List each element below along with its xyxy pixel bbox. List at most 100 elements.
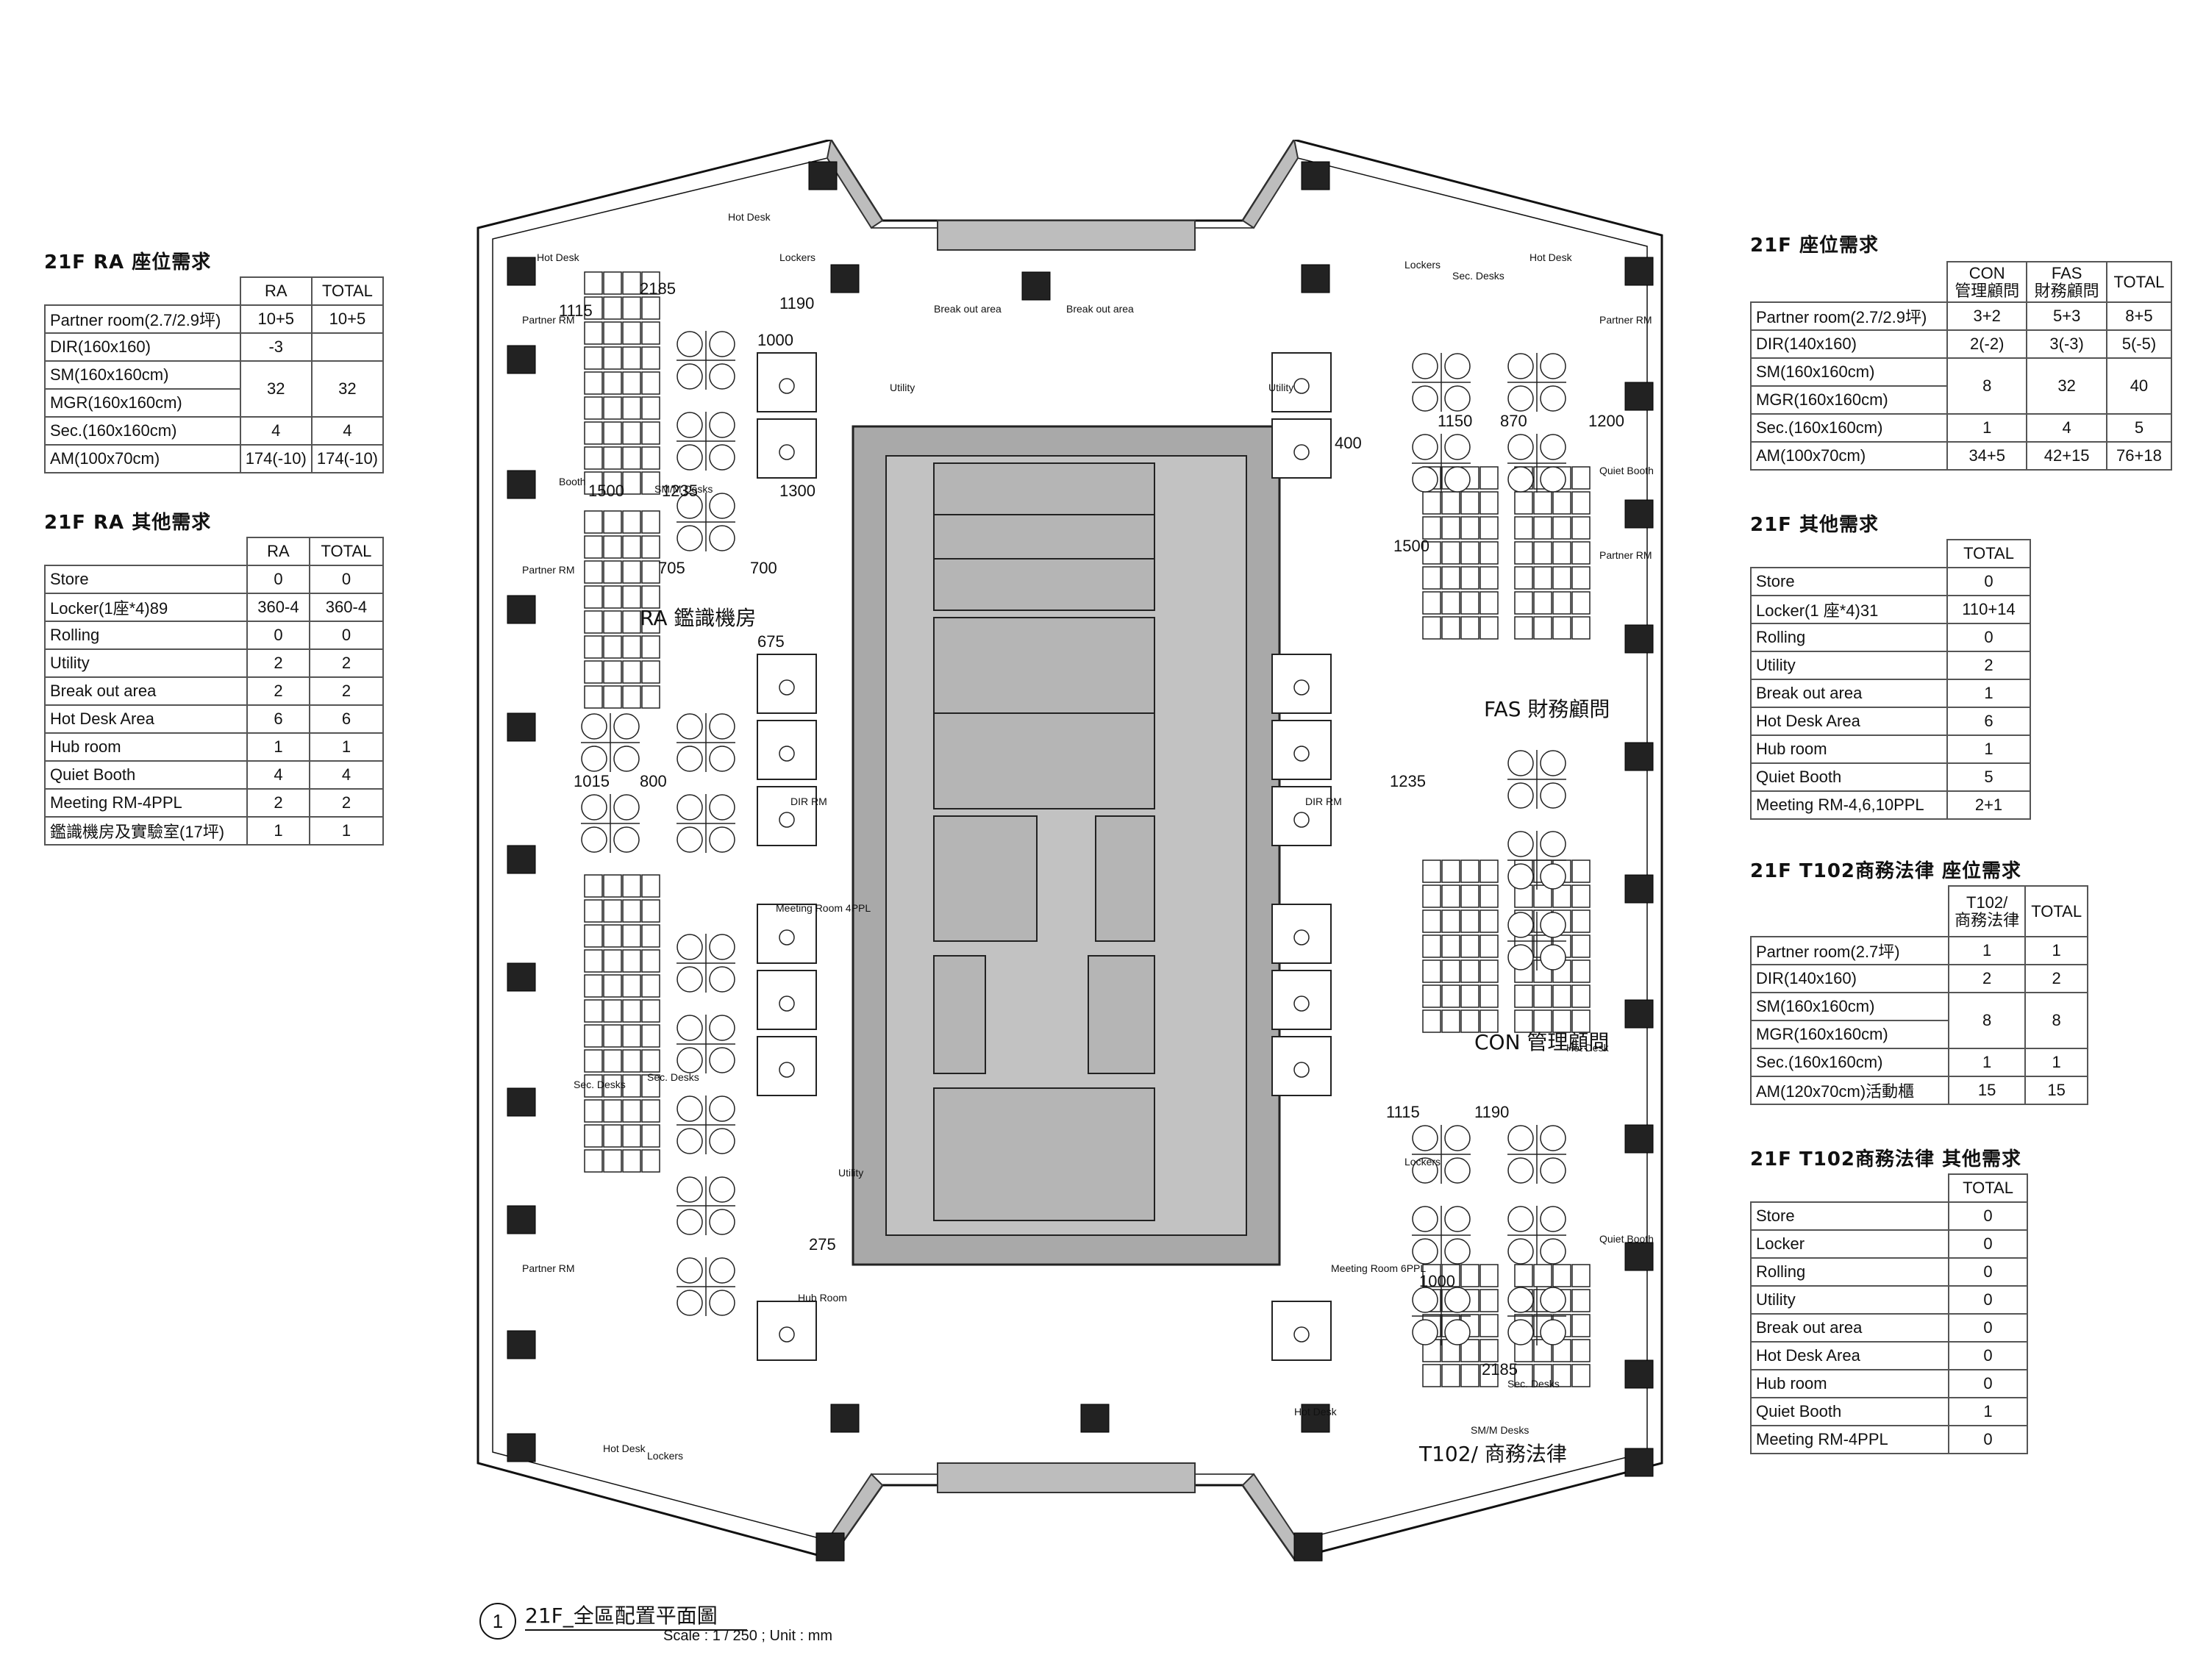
chair [677, 412, 703, 438]
plan-text-label: Partner RM [522, 564, 575, 576]
desk [584, 471, 603, 495]
desk [641, 1149, 660, 1173]
plan-text-label: Lockers [1404, 259, 1441, 271]
zone-label-fas: FAS 財務顧問 [1484, 697, 1610, 721]
chair [1507, 750, 1534, 776]
desk [584, 421, 603, 445]
table-header [1751, 886, 1949, 937]
chair [1412, 353, 1438, 379]
column [1624, 874, 1654, 904]
chair [1412, 1206, 1438, 1232]
chair [677, 1015, 703, 1041]
chair [1293, 679, 1310, 696]
chair [709, 493, 735, 519]
chair [677, 1290, 703, 1316]
cell: 0 [1946, 623, 2031, 652]
cell: 360-4 [246, 593, 310, 622]
chair [1412, 434, 1438, 460]
chair [1507, 831, 1534, 857]
cell: 1 [2024, 1048, 2088, 1077]
chair [709, 1209, 735, 1235]
column [1624, 1242, 1654, 1271]
chair [677, 1257, 703, 1284]
column [808, 161, 838, 190]
desk [622, 999, 641, 1023]
chair [1412, 1125, 1438, 1151]
row-label: Partner room(2.7坪) [1750, 936, 1949, 965]
column [507, 845, 536, 874]
desk [622, 635, 641, 659]
chair [1540, 912, 1566, 938]
desk [1422, 1009, 1441, 1033]
row-label: SM(160x160cm) [1750, 357, 1948, 387]
desk [1571, 1009, 1591, 1033]
table-row: AM(120x70cm)活動櫃 15 15 [1750, 1076, 2088, 1105]
chair [1444, 1238, 1471, 1265]
row-label: 鑑識機房及實驗室(17坪) [44, 816, 248, 846]
desk [603, 585, 622, 609]
table-header: TOTAL [1948, 1173, 2028, 1203]
desk [584, 635, 603, 659]
chair [677, 1128, 703, 1154]
t102-seat-table: T102/ 商務法律 TOTAL Partner room(2.7坪) 1 1 … [1750, 885, 2088, 1105]
desk [1552, 1364, 1571, 1387]
dimension-label: 1190 [779, 294, 814, 312]
plan-text-label: Hot Desk [1566, 1042, 1610, 1054]
chair [709, 746, 735, 772]
desk [1422, 516, 1441, 540]
row-label: Locker(1座*4)89 [44, 593, 248, 622]
dimension-label: 1200 [1588, 412, 1624, 430]
office-room [757, 654, 817, 714]
desk [584, 924, 603, 948]
plan-text-label: Hot Desk [1529, 251, 1573, 263]
table-row: SM(160x160cm) 8 8 [1750, 992, 2088, 1049]
desk [1479, 1364, 1499, 1387]
desk [641, 560, 660, 584]
cell: 4 [310, 416, 385, 446]
office-room [1271, 1301, 1332, 1361]
table-row: SM(160x160cm) 32 32 [44, 360, 385, 418]
chair [1444, 466, 1471, 493]
desk [1479, 541, 1499, 565]
office-room [1271, 352, 1332, 412]
desk [622, 1149, 641, 1173]
desk [641, 899, 660, 923]
row-label: MGR(160x160cm) [44, 388, 241, 418]
chair [677, 1095, 703, 1122]
column [507, 345, 536, 374]
building-core [852, 425, 1281, 1266]
desk [1479, 909, 1499, 933]
plan-text-label: Sec. Desks [1507, 1378, 1560, 1390]
desk [1514, 1009, 1533, 1033]
table-header: FAS 財務顧問 [2026, 261, 2107, 303]
chair [1507, 863, 1534, 890]
plan-text-label: Hot Desk [603, 1443, 646, 1454]
cell: 0 [1946, 567, 2031, 596]
office-room [1271, 904, 1332, 964]
dimension-label: 1500 [1393, 537, 1429, 555]
cell: 2 [246, 788, 310, 818]
plan-text-label: Partner RM [1599, 549, 1652, 561]
desk [603, 1049, 622, 1073]
core-room [933, 955, 986, 1074]
desk [622, 874, 641, 898]
desk [641, 685, 660, 709]
chair [709, 363, 735, 390]
column [1624, 742, 1654, 771]
desk [1514, 1364, 1533, 1387]
desk [641, 321, 660, 345]
desk [584, 1049, 603, 1073]
dimension-label: 800 [640, 772, 667, 790]
chair [709, 525, 735, 551]
cell: 174(-10) [239, 444, 313, 473]
desk [622, 371, 641, 395]
chair [1444, 434, 1471, 460]
desk [1422, 934, 1441, 958]
row-label: Rolling [1750, 1257, 1949, 1287]
chair [779, 1326, 795, 1343]
